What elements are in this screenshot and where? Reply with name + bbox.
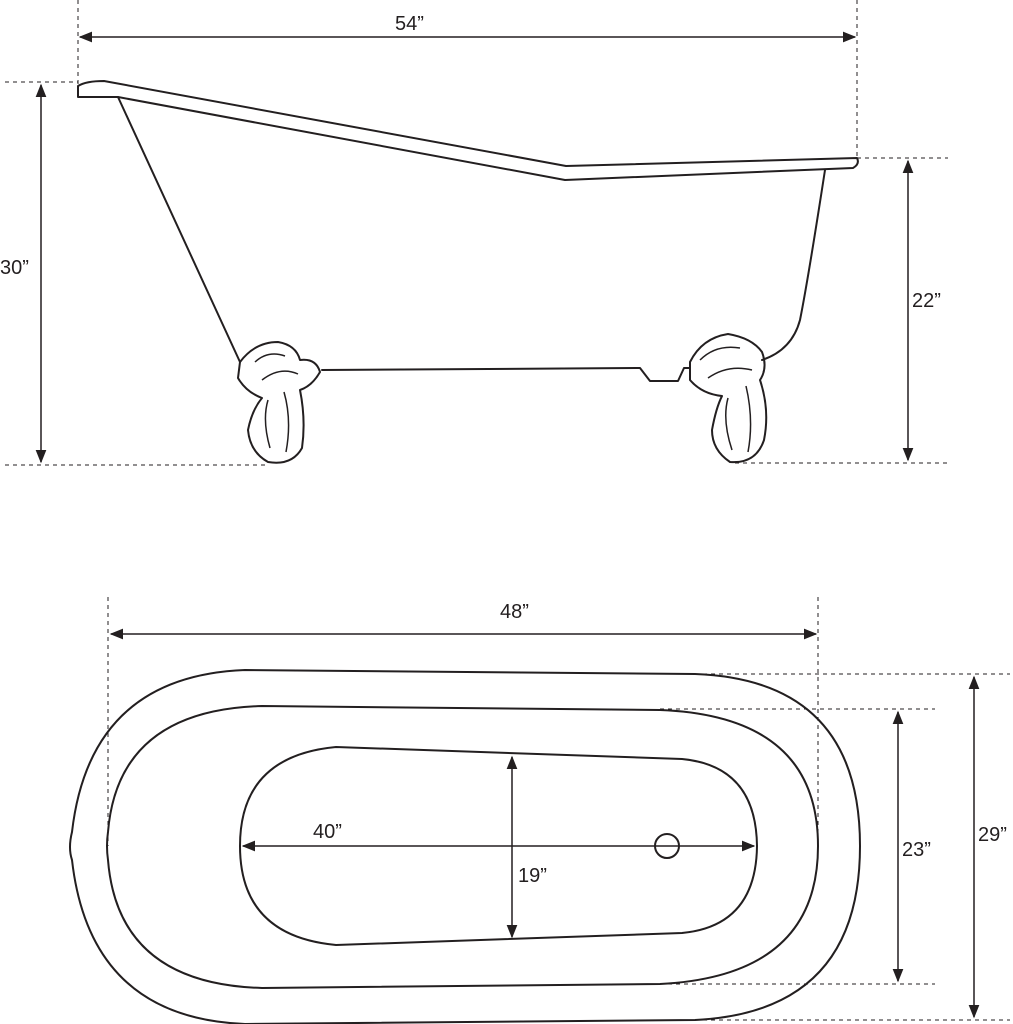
outer-rim-outline [69, 669, 861, 1024]
floor-width-label: 19” [518, 865, 547, 887]
tub-body-left-side [117, 96, 241, 363]
interior-length-label: 48” [500, 601, 529, 623]
tub-rim [77, 80, 859, 181]
basin-floor-outline [239, 746, 758, 946]
tub-bottom [321, 367, 691, 382]
left-claw-foot-detail [254, 353, 299, 453]
inner-width-label: 23” [902, 839, 931, 861]
inner-rim-outline [106, 705, 819, 989]
left-claw-foot [237, 341, 321, 464]
length-label: 54” [395, 13, 424, 35]
top-view: 48” 40” 19” 23” 29” [69, 597, 1010, 1024]
outer-width-label: 29” [978, 824, 1007, 846]
rim-height-label: 22” [912, 290, 941, 312]
side-view: 54” 30” 22” [0, 0, 948, 466]
tub-body-right-side [761, 169, 826, 361]
total-height-label: 30” [0, 257, 29, 279]
floor-length-label: 40” [313, 821, 342, 843]
right-claw-foot [689, 333, 768, 464]
right-claw-foot-detail [699, 346, 753, 453]
